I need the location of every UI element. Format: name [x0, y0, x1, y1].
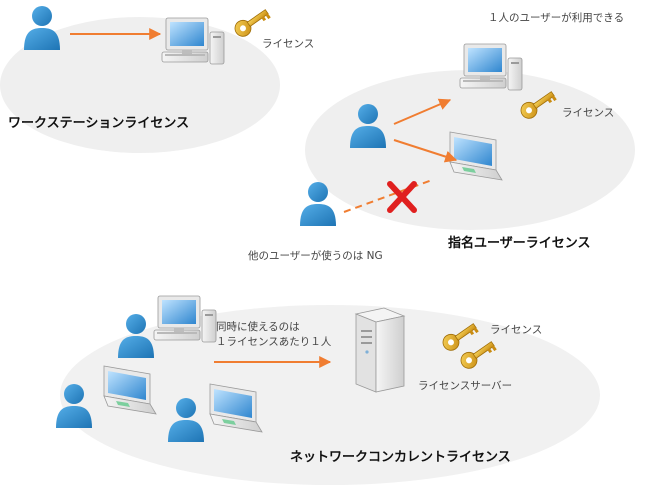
arrow [393, 139, 458, 163]
concurrent-arrow-label: 同時に使えるのは １ライセンスあたり１人 [216, 320, 331, 350]
desktop-computer-icon [161, 17, 225, 65]
server-icon [355, 307, 405, 393]
ng-label: 他のユーザーが使うのは NG [248, 250, 383, 262]
workstation-title: ワークステーションライセンス [8, 116, 190, 131]
dashed-arrow [343, 179, 433, 213]
person-icon [24, 6, 60, 50]
named-user-key-label: ライセンス [562, 107, 615, 119]
concurrent-title: ネットワークコンカレントライセンス [290, 450, 511, 465]
concurrent-arrow-label-line1: 同時に使えるのは [216, 321, 300, 333]
workstation-section [24, 4, 272, 65]
concurrent-arrow-label-line2: １ライセンスあたり１人 [216, 336, 332, 348]
concurrent-key-label: ライセンス [490, 324, 543, 336]
concurrent-section [56, 295, 498, 442]
named-user-title: 指名ユーザーライセンス [448, 236, 591, 251]
desktop-computer-icon [459, 43, 523, 91]
desktop-computer-icon [153, 295, 217, 343]
workstation-key-label: ライセンス [262, 38, 315, 50]
arrow [393, 98, 452, 125]
license-key-icon [231, 4, 272, 40]
server-label: ライセンスサーバー [418, 380, 513, 392]
named-user-section [300, 43, 558, 226]
cross-icon [387, 181, 417, 213]
named-user-note: １人のユーザーが利用できる [488, 12, 625, 24]
